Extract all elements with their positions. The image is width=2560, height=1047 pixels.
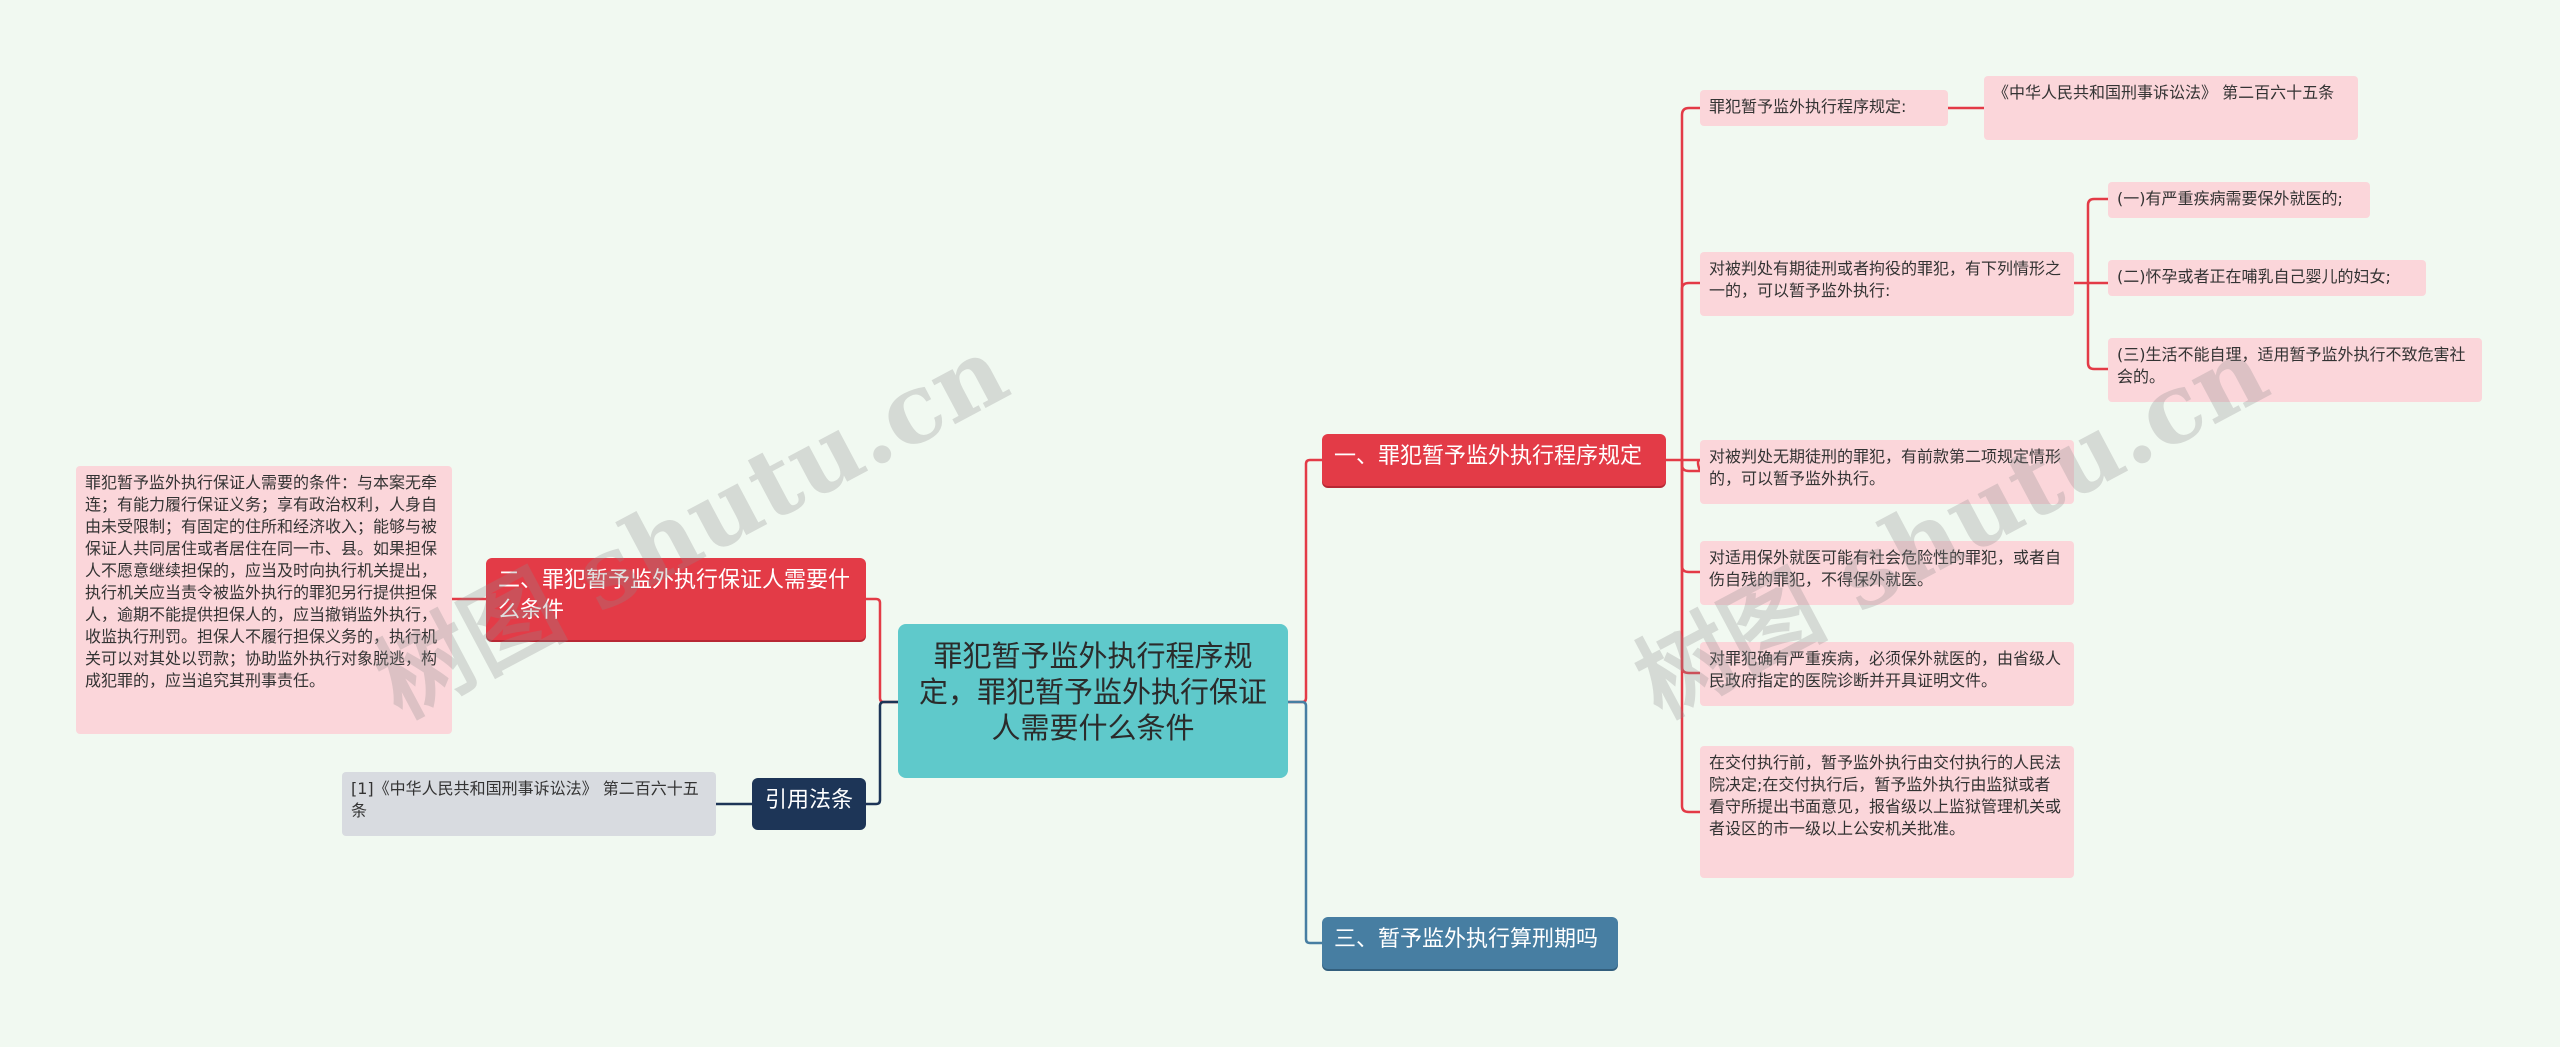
leaf-medical-text: 对罪犯确有严重疾病，必须保外就医的，由省级人民政府指定的医院诊断并开具证明文件。 [1709,649,2062,690]
branch-procedure[interactable]: 一、罪犯暂予监外执行程序规定 [1322,434,1666,486]
leaf-guarantor-detail[interactable]: 罪犯暂予监外执行保证人需要的条件：与本案无牵连；有能力履行保证义务；享有政治权利… [76,466,452,734]
link-root-three [1288,700,1322,945]
leaf-decision[interactable]: 在交付执行前，暂予监外执行由交付执行的人民法院决定;在交付执行后，暂予监外执行由… [1700,746,2074,878]
leaf-sub-item-3[interactable]: (三)生活不能自理，适用暂予监外执行不致危害社会的。 [2108,338,2482,402]
leaf-rule-label[interactable]: 罪犯暂予监外执行程序规定: [1700,90,1948,126]
link-root-refs [866,700,898,806]
branch-guarantor[interactable]: 二、罪犯暂予监外执行保证人需要什么条件 [486,558,866,640]
root-topic[interactable]: 罪犯暂予监外执行程序规定，罪犯暂予监外执行保证人需要什么条件 [898,624,1288,778]
leaf-rule-law[interactable]: 《中华人民共和国刑事诉讼法》 第二百六十五条 [1984,76,2358,140]
leaf-rule-law-text: 《中华人民共和国刑事诉讼法》 第二百六十五条 [1993,83,2335,102]
leaf-danger-text: 对适用保外就医可能有社会危险性的罪犯，或者自伤自残的罪犯，不得保外就医。 [1709,548,2062,589]
leaf-reference-item-text: [1]《中华人民共和国刑事诉讼法》 第二百六十五条 [351,779,699,820]
leaf-condition[interactable]: 对被判处有期徒刑或者拘役的罪犯，有下列情形之一的，可以暂予监外执行: [1700,252,2074,316]
leaf-sub-item-1-text: (一)有严重疾病需要保外就医的; [2117,189,2343,208]
link-root-one [1288,458,1322,704]
leaf-sub-item-2[interactable]: (二)怀孕或者正在哺乳自己婴儿的妇女; [2108,260,2426,296]
leaf-danger[interactable]: 对适用保外就医可能有社会危险性的罪犯，或者自伤自残的罪犯，不得保外就医。 [1700,541,2074,605]
leaf-guarantor-detail-text: 罪犯暂予监外执行保证人需要的条件：与本案无牵连；有能力履行保证义务；享有政治权利… [85,473,438,690]
branch-references-title: 引用法条 [764,788,853,813]
branch-sentence-count[interactable]: 三、暂予监外执行算刑期吗 [1322,917,1618,969]
leaf-rule-label-text: 罪犯暂予监外执行程序规定: [1709,97,1907,116]
branch-guarantor-title: 二、罪犯暂予监外执行保证人需要什么条件 [498,568,851,623]
leaf-life-sentence[interactable]: 对被判处无期徒刑的罪犯，有前款第二项规定情形的，可以暂予监外执行。 [1700,440,2074,504]
leaf-condition-text: 对被判处有期徒刑或者拘役的罪犯，有下列情形之一的，可以暂予监外执行: [1709,259,2062,300]
branch-procedure-title: 一、罪犯暂予监外执行程序规定 [1334,444,1643,469]
leaf-sub-item-3-text: (三)生活不能自理，适用暂予监外执行不致危害社会的。 [2117,345,2466,386]
leaf-reference-item[interactable]: [1]《中华人民共和国刑事诉讼法》 第二百六十五条 [342,772,716,836]
branch-references[interactable]: 引用法条 [752,778,866,830]
leaf-sub-item-1[interactable]: (一)有严重疾病需要保外就医的; [2108,182,2370,218]
branch-sentence-count-title: 三、暂予监外执行算刑期吗 [1334,927,1599,952]
root-title: 罪犯暂予监外执行程序规定，罪犯暂予监外执行保证人需要什么条件 [918,639,1267,745]
leaf-life-sentence-text: 对被判处无期徒刑的罪犯，有前款第二项规定情形的，可以暂予监外执行。 [1709,447,2062,488]
leaf-sub-item-2-text: (二)怀孕或者正在哺乳自己婴儿的妇女; [2117,267,2391,286]
link-root-two [866,597,898,704]
leaf-medical[interactable]: 对罪犯确有严重疾病，必须保外就医的，由省级人民政府指定的医院诊断并开具证明文件。 [1700,642,2074,706]
leaf-decision-text: 在交付执行前，暂予监外执行由交付执行的人民法院决定;在交付执行后，暂予监外执行由… [1709,753,2062,838]
